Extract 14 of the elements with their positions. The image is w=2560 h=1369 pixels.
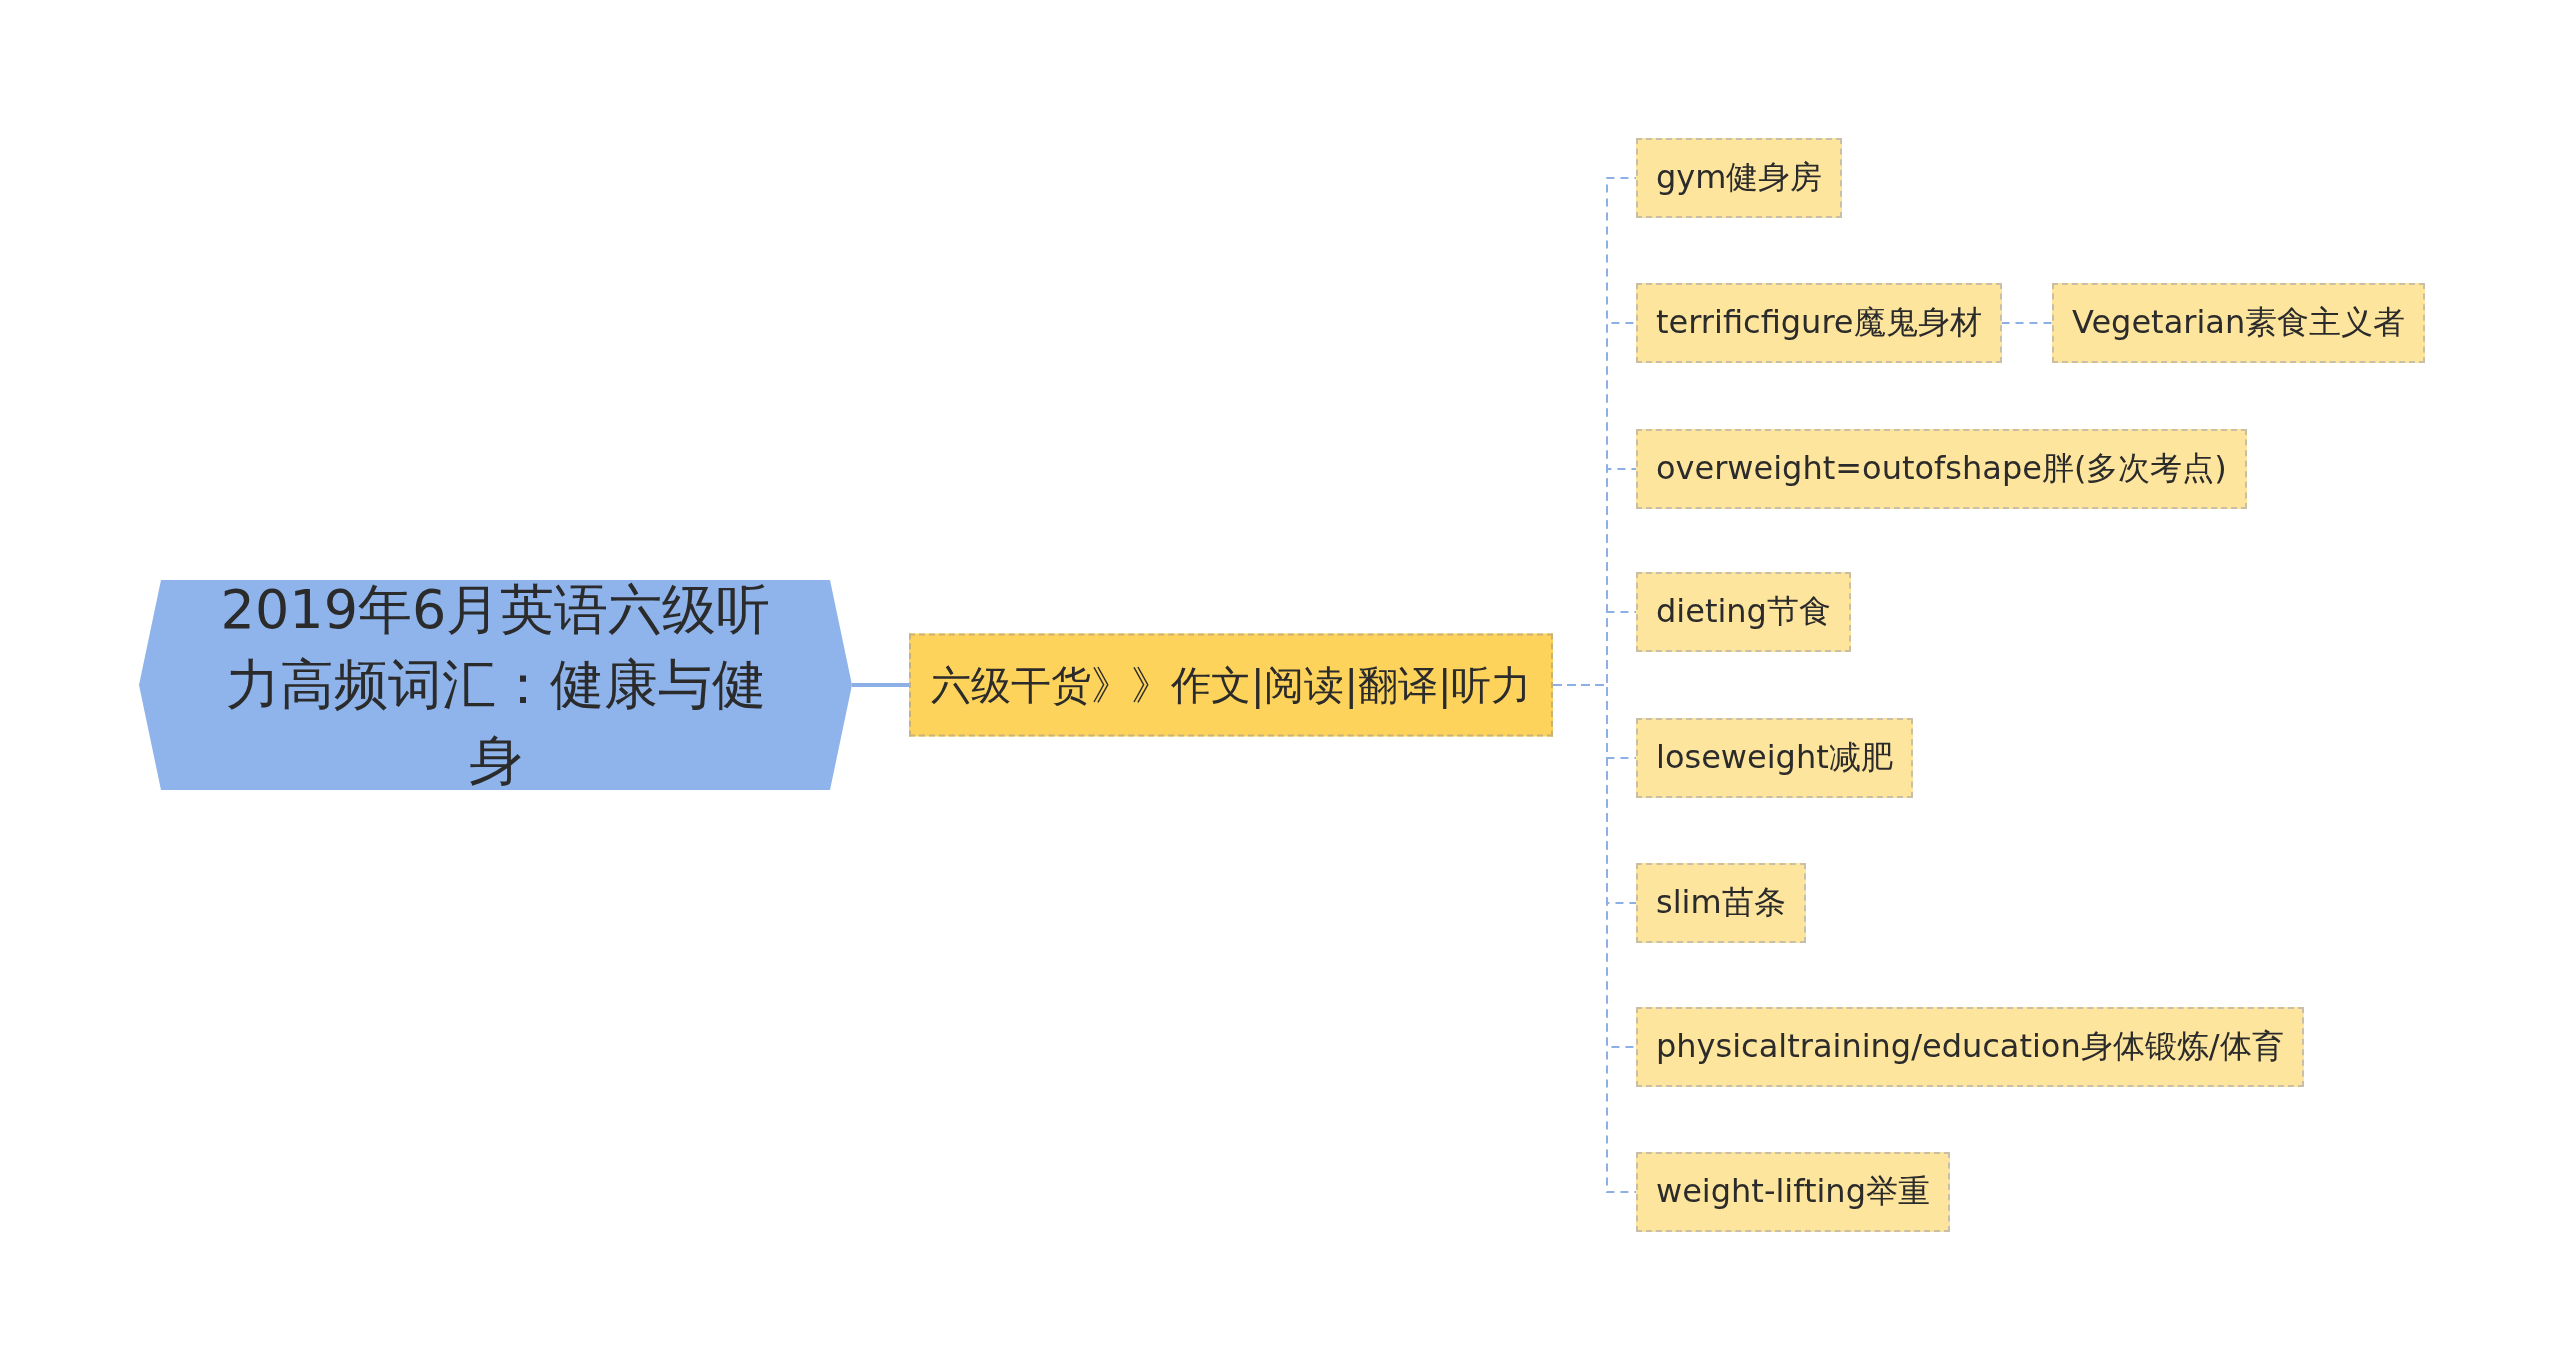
leaf-box: terrificfigure魔鬼身材 [1636, 283, 2002, 363]
connector-line [2000, 322, 2053, 324]
leaf-box: overweight=outofshape胖(多次考点) [1636, 429, 2247, 509]
leaf-box: slim苗条 [1636, 863, 1806, 943]
leaf-box: loseweight减肥 [1636, 718, 1913, 798]
topic-title: 2019年6月英语六级听力高频词汇：健康与健身 [219, 576, 772, 794]
leaf-box: Vegetarian素食主义者 [2052, 283, 2426, 363]
topic-hexagon [139, 580, 852, 790]
connector-line [852, 683, 909, 687]
leaf-box: gym健身房 [1636, 138, 1843, 218]
leaf-box: dieting节食 [1636, 572, 1851, 652]
branch-box: 六级干货》》作文|阅读|翻译|听力 [909, 633, 1554, 737]
leaf-box: weight-lifting举重 [1636, 1152, 1950, 1232]
leaf-box: physicaltraining/education身体锻炼/体育 [1636, 1007, 2304, 1087]
